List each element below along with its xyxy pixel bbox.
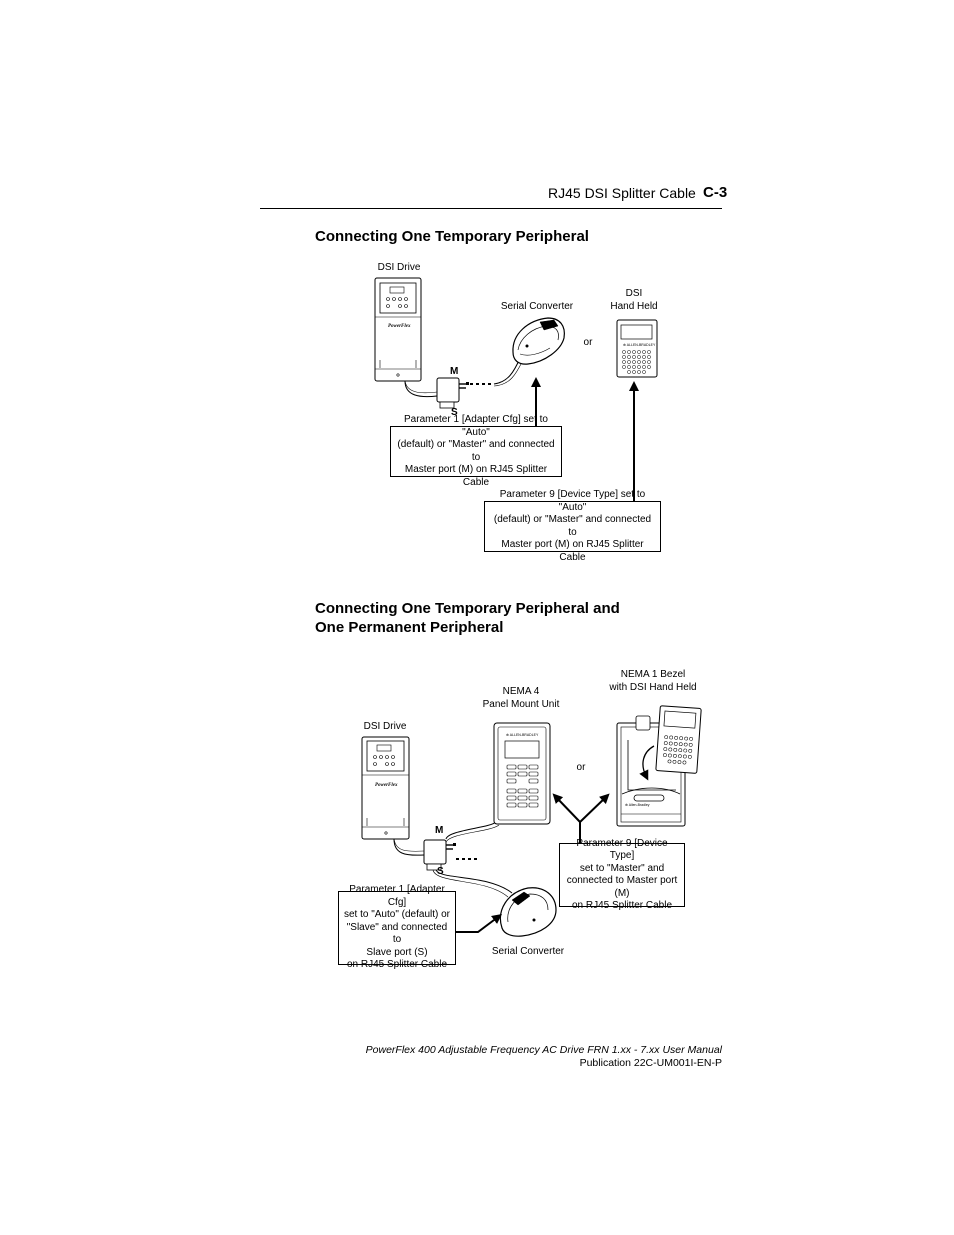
callout-device-type-2: Parameter 9 [Device Type] set to "Master… — [559, 838, 687, 911]
serial-converter-2 — [499, 887, 557, 937]
serial-converter-label-2: Serial Converter — [491, 946, 565, 957]
dsi-hand-held-label: DSI Hand Held — [610, 288, 658, 312]
callout-device-type-1: Parameter 9 [Device Type] set to "Auto" … — [484, 489, 663, 563]
arrow-to-nema4 — [552, 793, 581, 823]
arrow-to-serial-converter-2 — [456, 914, 502, 933]
header-rule — [260, 208, 722, 209]
or-label-2: or — [576, 762, 586, 773]
port-m-label-2: M — [435, 825, 444, 836]
powerflex-logo: PowerFlex — [388, 324, 411, 329]
serial-converter-label-1: Serial Converter — [500, 301, 574, 312]
callout-adapter-cfg-2: Parameter 1 [Adapter Cfg] set to "Auto" … — [338, 884, 458, 970]
dsi-drive-2: PowerFlex — [361, 736, 410, 840]
nema4-panel-mount-unit: ⊕ ALLEN-BRADLEY — [493, 722, 551, 825]
dsi-drive-label-2: DSI Drive — [363, 721, 407, 732]
nema4-label: NEMA 4 Panel Mount Unit — [482, 686, 560, 710]
powerflex-logo: PowerFlex — [375, 783, 398, 788]
dsi-drive-1: PowerFlex — [374, 277, 422, 382]
dsi-hand-held-1: ⊕ ALLEN-BRADLEY — [616, 319, 658, 378]
section2-heading: Connecting One Temporary Peripheral and … — [315, 600, 620, 636]
serial-converter-1 — [512, 317, 565, 365]
footer-publication: Publication 22C-UM001I-EN-P — [579, 1057, 722, 1069]
dsi-drive-label-1: DSI Drive — [377, 262, 421, 273]
port-s-label-1: S — [451, 407, 458, 418]
or-label-1: or — [583, 337, 593, 348]
callout-adapter-cfg-1: Parameter 1 [Adapter Cfg] set to "Auto" … — [390, 414, 564, 488]
port-s-label-2: S — [437, 866, 444, 877]
svg-text:⊕ ALLEN-BRADLEY: ⊕ ALLEN-BRADLEY — [623, 343, 656, 347]
running-header-title: RJ45 DSI Splitter Cable — [548, 185, 696, 201]
port-m-label-1: M — [450, 366, 459, 377]
svg-text:⊕ Allen-Bradley: ⊕ Allen-Bradley — [625, 803, 650, 807]
rj45-splitter-1 — [436, 377, 469, 409]
nema1-label: NEMA 1 Bezel with DSI Hand Held — [609, 669, 697, 693]
footer-manual-title: PowerFlex 400 Adjustable Frequency AC Dr… — [365, 1044, 722, 1056]
svg-text:⊕ ALLEN-BRADLEY: ⊕ ALLEN-BRADLEY — [506, 733, 539, 737]
rj45-splitter-2 — [423, 839, 456, 871]
nema1-bezel-with-hand-held: ⊕ Allen-Bradley — [616, 705, 702, 827]
arrow-to-nema1 — [579, 793, 610, 823]
page-number: C-3 — [703, 184, 728, 201]
section1-heading: Connecting One Temporary Peripheral — [315, 228, 589, 245]
